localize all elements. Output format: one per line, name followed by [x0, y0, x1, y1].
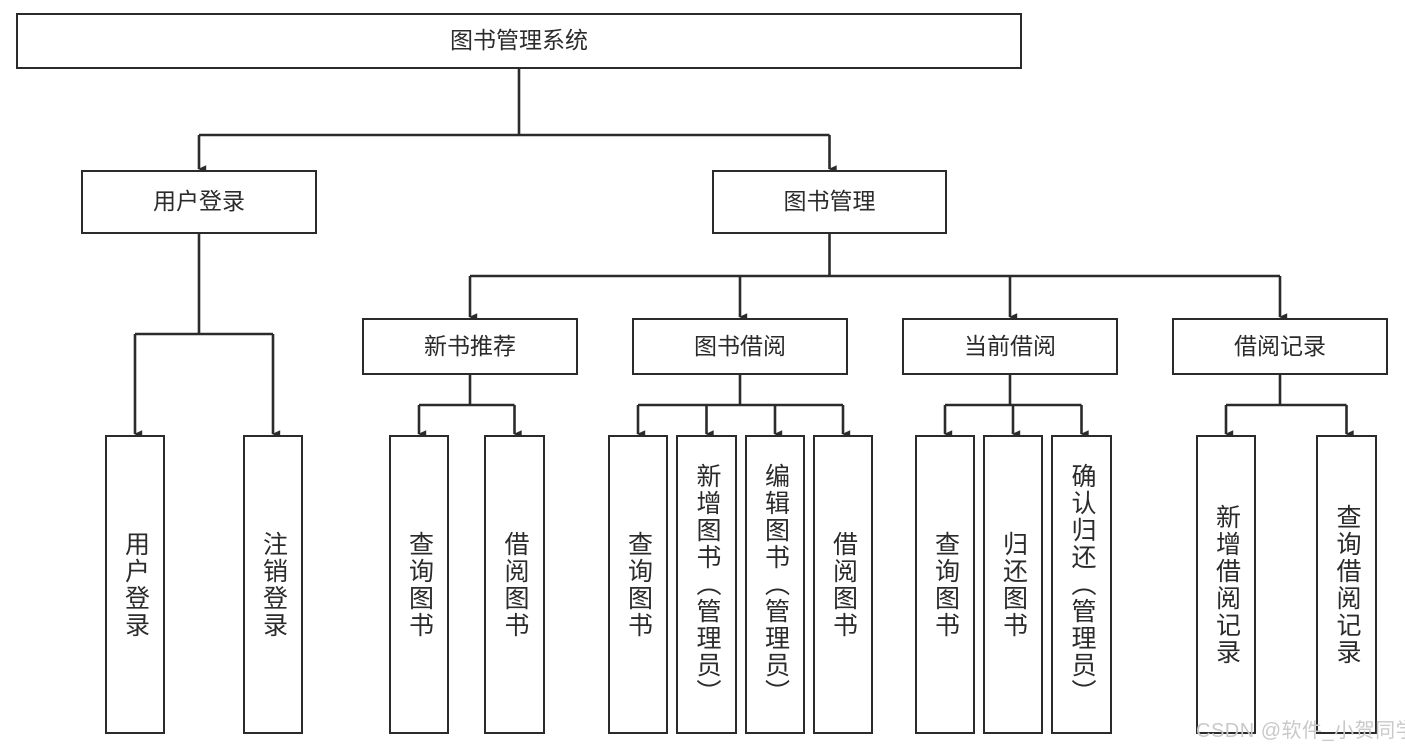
node-leaf-edit-book[interactable]: 编辑图书（管理员） — [745, 435, 805, 734]
node-book-manage[interactable]: 图书管理 — [712, 170, 947, 234]
node-leaf-user-login[interactable]: 用户登录 — [105, 435, 165, 734]
node-label-leaf-query-book-1: 查询图书 — [405, 530, 434, 639]
node-label-leaf-edit-book: 编辑图书（管理员） — [761, 463, 790, 706]
node-leaf-add-book[interactable]: 新增图书（管理员） — [676, 435, 737, 734]
node-label-user-login: 用户登录 — [153, 188, 245, 215]
node-leaf-logout[interactable]: 注销登录 — [243, 435, 303, 734]
node-root[interactable]: 图书管理系统 — [16, 13, 1022, 69]
node-label-new-book-rec: 新书推荐 — [424, 332, 516, 359]
node-label-leaf-query-record: 查询借阅记录 — [1333, 503, 1361, 666]
node-borrow-record[interactable]: 借阅记录 — [1172, 318, 1388, 375]
node-label-leaf-borrow-book-2: 借阅图书 — [829, 530, 858, 639]
node-label-leaf-borrow-book-1: 借阅图书 — [501, 530, 529, 639]
node-label-root: 图书管理系统 — [450, 27, 588, 54]
node-label-leaf-query-book-3: 查询图书 — [931, 530, 960, 639]
node-label-borrow-record: 借阅记录 — [1234, 332, 1326, 359]
node-label-book-manage: 图书管理 — [783, 188, 876, 215]
node-leaf-query-book-1[interactable]: 查询图书 — [389, 435, 449, 734]
node-label-leaf-add-record: 新增借阅记录 — [1212, 503, 1241, 666]
node-leaf-query-book-3[interactable]: 查询图书 — [915, 435, 975, 734]
node-leaf-borrow-book-2[interactable]: 借阅图书 — [813, 435, 873, 734]
node-new-book-rec[interactable]: 新书推荐 — [362, 318, 578, 375]
node-current-borrow[interactable]: 当前借阅 — [902, 318, 1118, 375]
node-book-borrow[interactable]: 图书借阅 — [632, 318, 848, 375]
node-label-leaf-logout: 注销登录 — [259, 530, 288, 639]
node-user-login[interactable]: 用户登录 — [81, 170, 317, 234]
node-leaf-borrow-book-1[interactable]: 借阅图书 — [484, 435, 545, 734]
node-label-current-borrow: 当前借阅 — [964, 332, 1056, 359]
node-label-leaf-user-login: 用户登录 — [121, 530, 150, 639]
node-label-leaf-return-book: 归还图书 — [999, 530, 1028, 639]
node-label-leaf-confirm-return: 确认归还（管理员） — [1068, 463, 1096, 706]
node-leaf-return-book[interactable]: 归还图书 — [983, 435, 1043, 734]
edges — [133, 69, 1354, 438]
node-leaf-add-record[interactable]: 新增借阅记录 — [1196, 435, 1256, 734]
node-label-book-borrow: 图书借阅 — [694, 332, 786, 359]
node-label-leaf-query-book-2: 查询图书 — [624, 530, 653, 639]
node-leaf-confirm-return[interactable]: 确认归还（管理员） — [1051, 435, 1112, 734]
node-label-leaf-add-book: 新增图书（管理员） — [693, 463, 721, 706]
node-leaf-query-book-2[interactable]: 查询图书 — [608, 435, 668, 734]
node-leaf-query-record[interactable]: 查询借阅记录 — [1316, 435, 1377, 734]
